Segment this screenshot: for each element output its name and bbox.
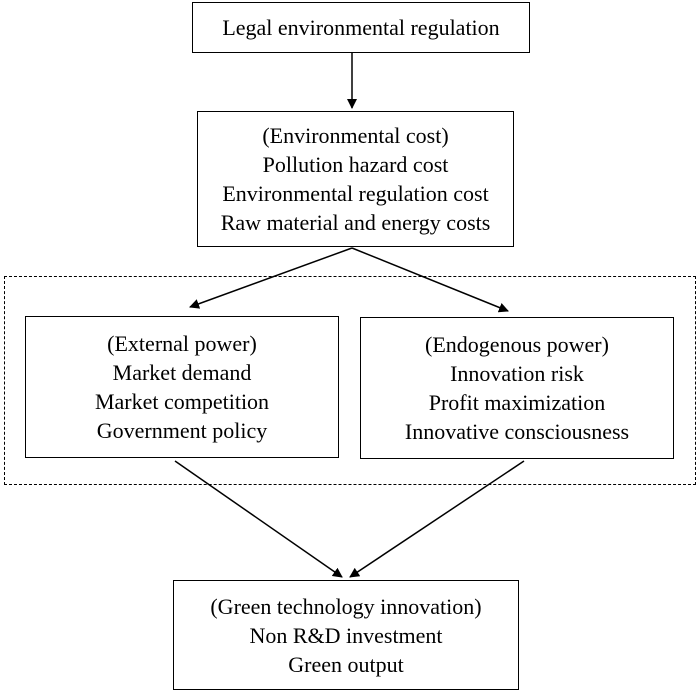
green-innovation-box: (Green technology innovation) Non R&D in… bbox=[173, 580, 519, 690]
endogenous-power-item: Innovation risk bbox=[450, 361, 584, 386]
green-innovation-item: Green output bbox=[288, 651, 404, 677]
regulation-box: Legal environmental regulation bbox=[192, 2, 530, 53]
external-power-item: Market competition bbox=[94, 389, 270, 414]
environmental-cost-item: Environmental regulation cost bbox=[222, 181, 489, 206]
external-power-item: Government policy bbox=[96, 418, 268, 443]
environmental-cost-box: (Environmental cost) Pollution hazard co… bbox=[197, 111, 514, 247]
external-power-item: Market demand bbox=[112, 360, 252, 385]
environmental-cost-item: Raw material and energy costs bbox=[220, 210, 491, 235]
arrow-external-to-green bbox=[174, 460, 343, 578]
environmental-cost-heading: (Environmental cost) bbox=[262, 123, 449, 148]
endogenous-power-heading: (Endogenous power) bbox=[425, 332, 609, 357]
arrow-cost-to-external bbox=[189, 247, 353, 309]
external-power-heading: (External power) bbox=[107, 331, 257, 356]
green-innovation-heading: (Green technology innovation) bbox=[210, 593, 482, 619]
arrow-cost-to-endogenous bbox=[351, 247, 509, 313]
endogenous-power-item: Profit maximization bbox=[428, 390, 606, 415]
external-power-box: (External power) Market demand Market co… bbox=[25, 316, 339, 458]
green-innovation-item: Non R&D investment bbox=[249, 622, 443, 648]
environmental-cost-item: Pollution hazard cost bbox=[262, 152, 449, 177]
endogenous-power-item: Innovative consciousness bbox=[404, 419, 630, 444]
arrow-endogenous-to-green bbox=[349, 460, 525, 578]
regulation-label: Legal environmental regulation bbox=[222, 15, 500, 40]
power-group-dashed-border bbox=[4, 276, 696, 485]
endogenous-power-box: (Endogenous power) Innovation risk Profi… bbox=[360, 317, 674, 459]
